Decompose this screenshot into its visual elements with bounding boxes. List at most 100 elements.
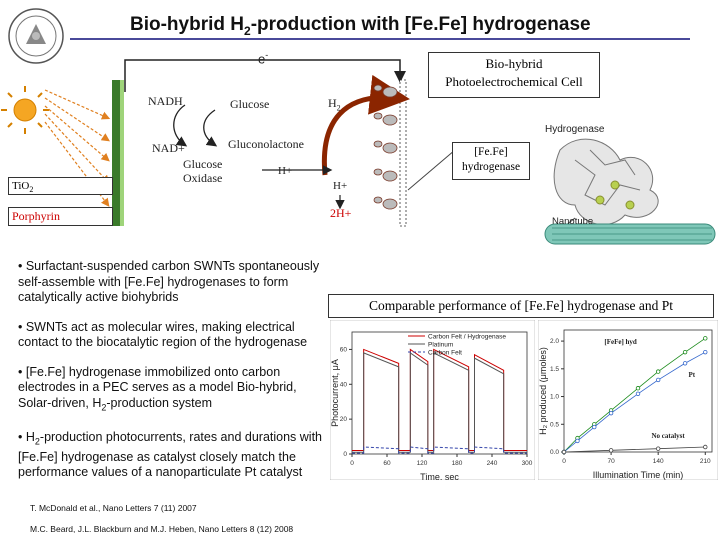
data-point <box>703 349 708 355</box>
y-tick-label: 0.0 <box>550 449 559 456</box>
y-axis-label: H₂ produced (μmoles) <box>538 347 548 435</box>
series-label-0: [FeFe] hyd <box>604 338 637 346</box>
y-tick-label: 20 <box>340 416 348 423</box>
data-point <box>655 377 661 383</box>
cell-label-line1: Bio-hybrid <box>485 56 543 71</box>
fefe-hydrogenase-box: [Fe.Fe] hydrogenase <box>452 142 530 180</box>
nanotube-label: Nanotube <box>552 216 594 227</box>
bullet-2: • SWNTs act as molecular wires, making e… <box>18 319 308 350</box>
diagram-graphics <box>1 59 716 245</box>
series-line-2 <box>563 446 706 453</box>
comparison-caption: Comparable performance of [Fe.Fe] hydrog… <box>328 294 714 318</box>
x-tick-label: 210 <box>700 458 711 465</box>
series-line-0 <box>563 337 706 453</box>
bullet-list: • Surfactant-suspended carbon SWNTs spon… <box>18 259 323 481</box>
x-tick-label: 70 <box>607 458 615 465</box>
x-tick-label: 140 <box>653 458 664 465</box>
x-tick-label: 60 <box>383 460 391 467</box>
legend-label-0: Carbon Felt / Hydrogenase <box>428 334 506 341</box>
header-rule <box>70 38 690 40</box>
nanotube <box>544 223 716 245</box>
series-line-0 <box>352 348 527 452</box>
data-point <box>635 386 641 391</box>
data-point <box>703 336 708 341</box>
y-tick-label: 2.0 <box>550 338 559 345</box>
data-point <box>655 369 661 374</box>
fefe-line1: [Fe.Fe] <box>474 146 508 158</box>
h-plus-right-label: H+ <box>333 180 348 192</box>
glucose-oxidase-line2: Oxidase <box>183 171 223 185</box>
data-point <box>655 446 661 451</box>
data-point <box>561 449 567 455</box>
citation-2: M.C. Beard, J.L. Blackburn and M.J. Hebe… <box>30 524 294 534</box>
legend-label-1: Platinum <box>428 342 453 349</box>
hydrogenase-structure <box>553 138 659 225</box>
y-tick-label: 60 <box>340 346 348 353</box>
h2-label: H2 <box>328 96 341 113</box>
sun-icon <box>1 86 49 134</box>
y-tick-label: 0 <box>343 451 347 458</box>
nadh-label: NADH <box>148 94 183 108</box>
nad-plus-label: NAD+ <box>152 141 185 155</box>
data-point <box>703 444 708 450</box>
gluconolactone-label: Gluconolactone <box>228 137 304 151</box>
data-point <box>608 448 614 453</box>
electron-label: e- <box>258 50 269 67</box>
series-label-2: No catalyst <box>651 432 685 440</box>
series-line-1 <box>352 351 527 453</box>
light-rays <box>44 89 111 207</box>
chart-background <box>538 320 718 480</box>
x-tick-label: 0 <box>562 458 566 465</box>
glucose-oxidase-label: Glucose Oxidase <box>183 157 222 185</box>
bullet-1: • Surfactant-suspended carbon SWNTs spon… <box>18 259 320 304</box>
h2-evolution-arrow <box>321 74 410 176</box>
y-tick-label: 1.5 <box>550 366 559 373</box>
x-tick-label: 300 <box>522 460 533 467</box>
cathode-column <box>399 79 407 227</box>
x-tick-label: 120 <box>417 460 428 467</box>
plot-frame <box>563 329 713 453</box>
citation-1: T. McDonald et al., Nano Letters 7 (11) … <box>30 503 197 513</box>
h-plus-label: H+ <box>278 165 293 177</box>
electron-path <box>124 59 406 92</box>
y-tick-label: 40 <box>340 381 348 388</box>
glucose-label: Glucose <box>230 97 270 111</box>
tio2-box: TiO2 <box>8 177 113 195</box>
y-tick-label: 1.0 <box>550 394 559 401</box>
x-axis-label: Time, sec <box>420 472 459 480</box>
nrel-logo <box>6 4 66 68</box>
porphyrin-box: Porphyrin <box>8 207 113 226</box>
series-label-1: Pt <box>688 371 695 379</box>
data-point <box>592 424 597 430</box>
data-point <box>635 391 641 396</box>
bullet-3: • [Fe.Fe] hydrogenase immobilized onto c… <box>18 364 297 413</box>
plot-frame <box>351 331 528 455</box>
fefe-line2: hydrogenase <box>461 161 521 173</box>
y-axis-label: Photocurrent, μA <box>330 359 340 427</box>
nad-cycle-arrow <box>173 104 188 147</box>
series-line-2 <box>352 446 527 454</box>
data-point <box>682 349 688 355</box>
legend-label-2: Carbon Felt <box>428 350 462 357</box>
photoanode-edge <box>120 80 124 226</box>
x-tick-label: 240 <box>487 460 498 467</box>
page-title: Bio-hybrid H2-production with [Fe.Fe] hy… <box>130 14 591 38</box>
x-tick-label: 180 <box>452 460 463 467</box>
y-tick-label: 0.5 <box>550 421 559 428</box>
photoanode <box>112 80 120 226</box>
enzyme-cluster <box>373 84 398 210</box>
series-line-1 <box>563 351 706 453</box>
data-point <box>608 410 614 416</box>
glucose-cycle-arrow <box>203 109 218 147</box>
cell-label-box: Bio-hybrid Photoelectrochemical Cell <box>428 52 600 98</box>
glucose-oxidase-line1: Glucose <box>183 157 223 171</box>
cell-label-line2: Photoelectrochemical Cell <box>445 74 583 89</box>
bullet-4: • H2-production photocurrents, rates and… <box>18 429 323 480</box>
data-point <box>575 438 580 444</box>
data-point <box>682 361 688 366</box>
x-tick-label: 0 <box>350 460 354 467</box>
two-h-plus-label: 2H+ <box>330 206 352 220</box>
hydrogenase-pointer <box>407 149 456 191</box>
